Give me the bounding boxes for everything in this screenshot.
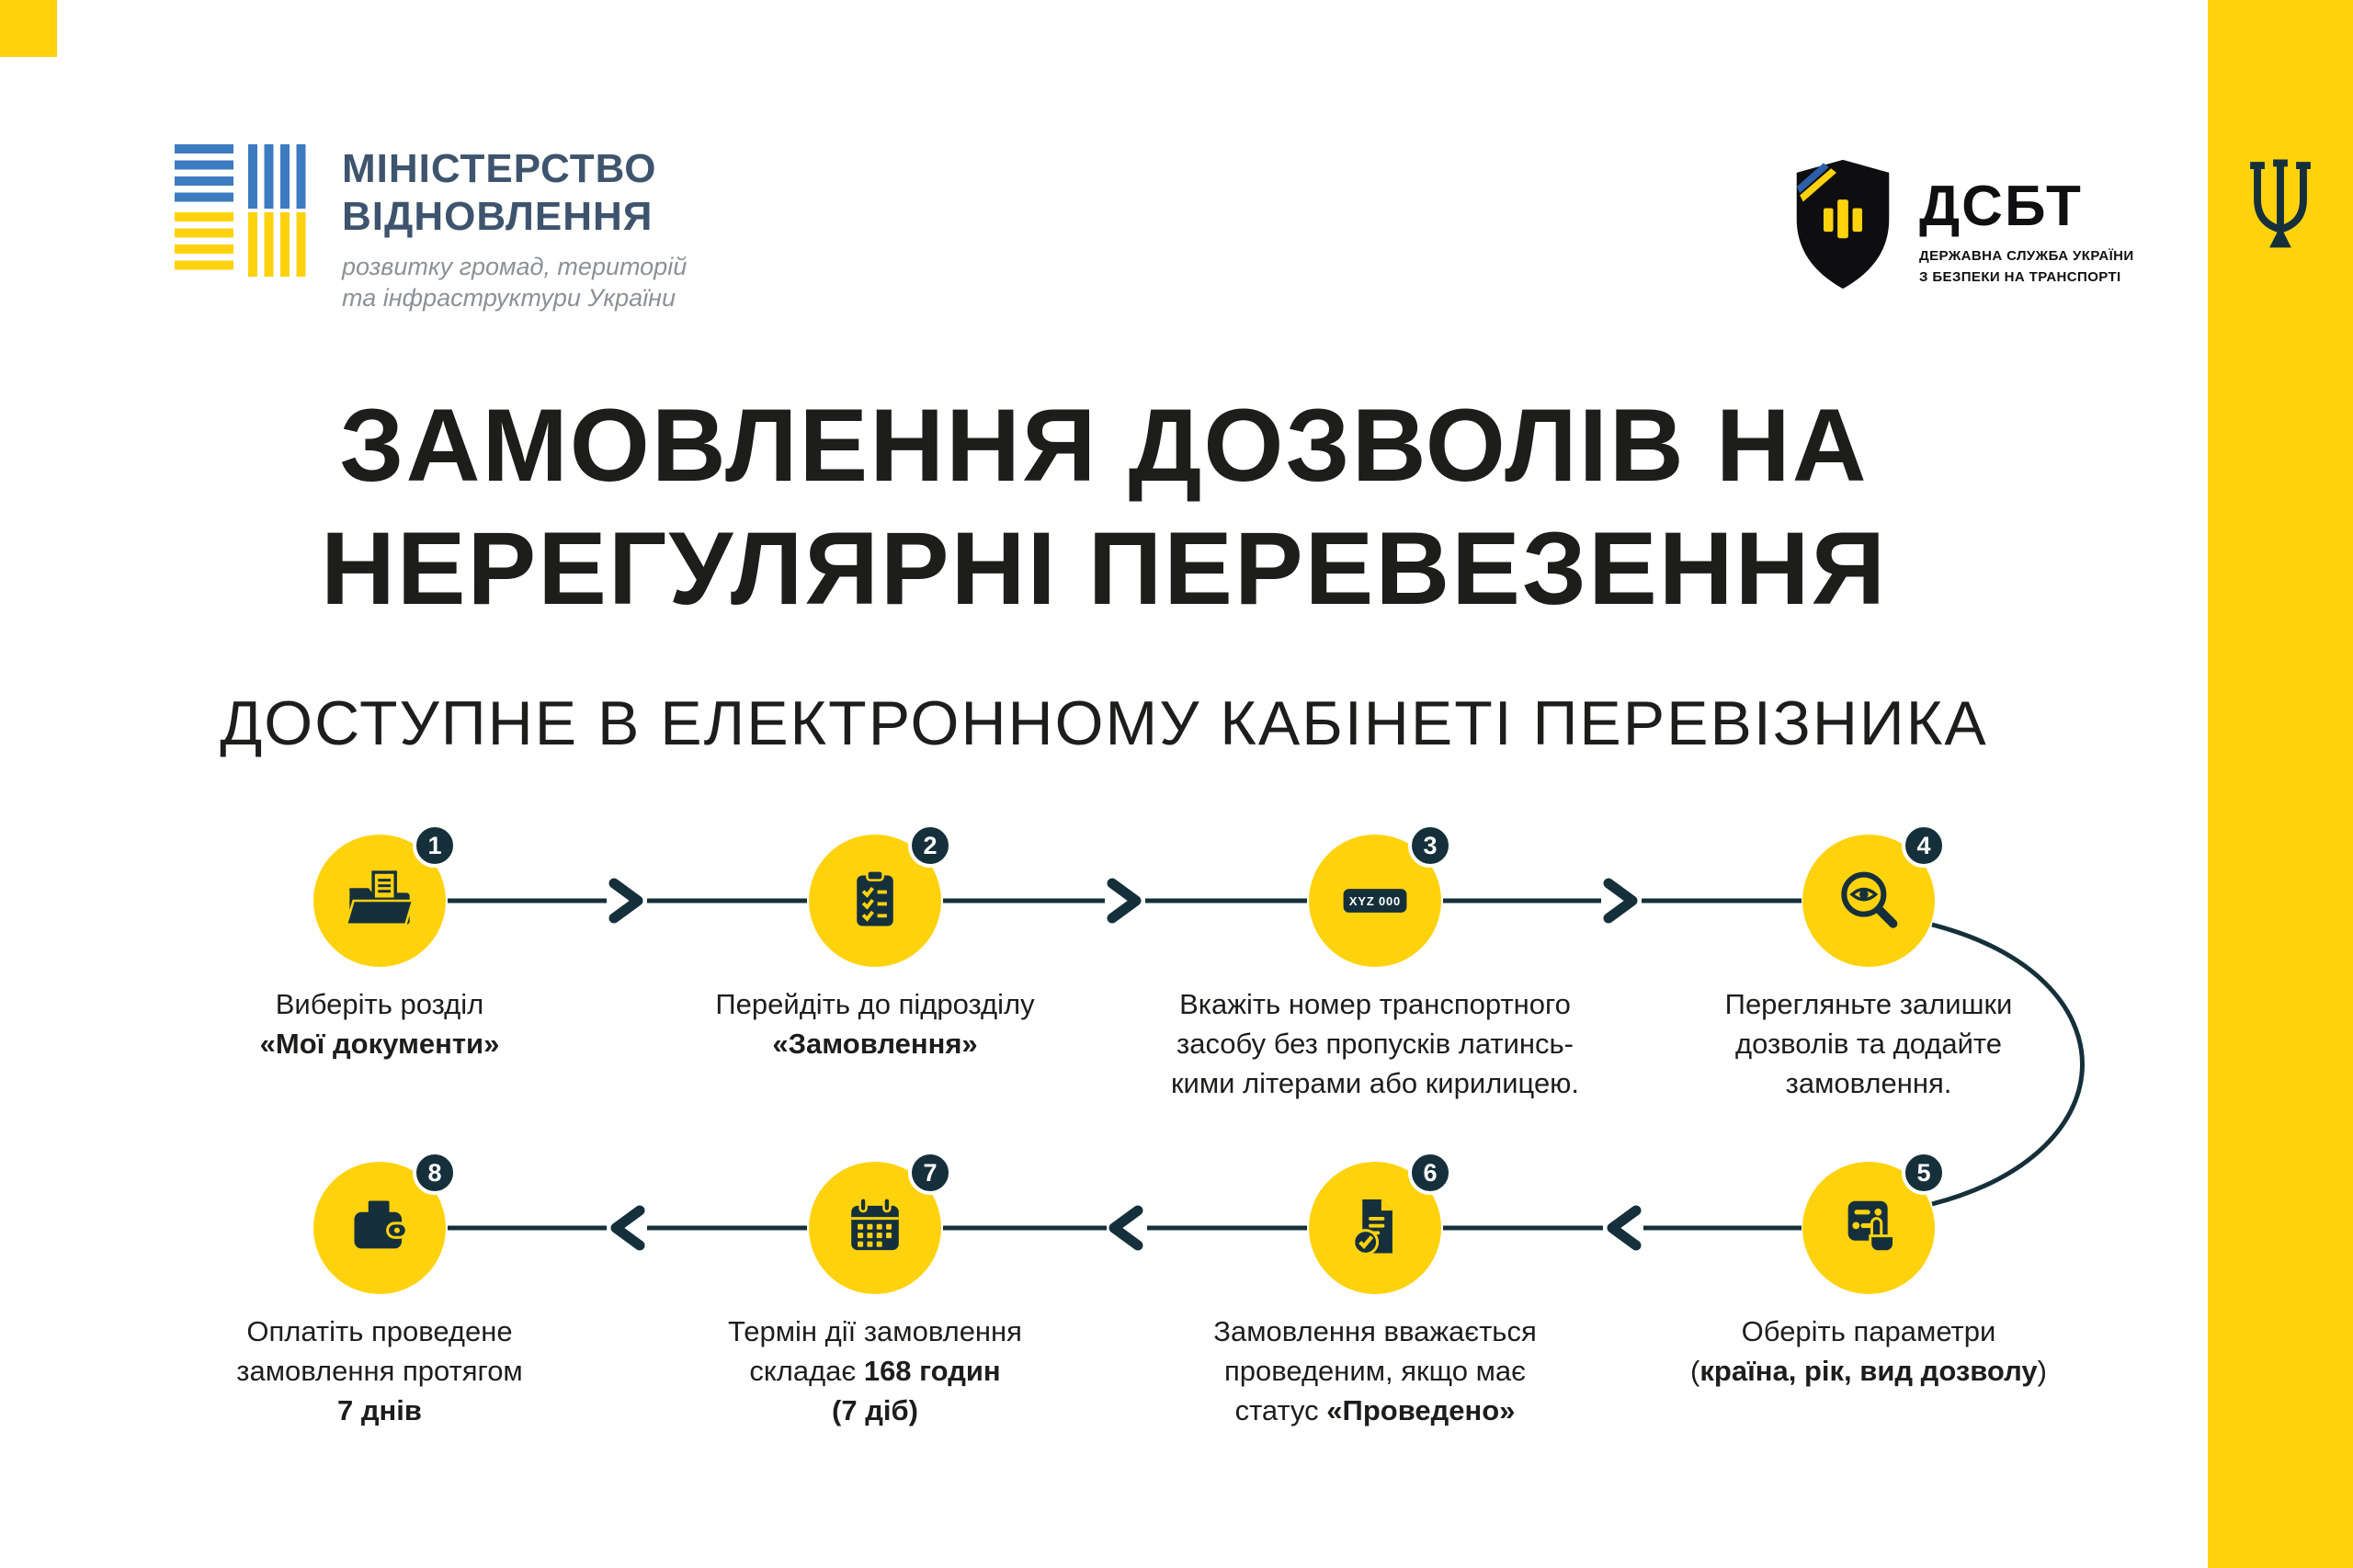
clipboard-checklist-icon [857,869,893,926]
dsbt-abbr: ДСБТ [1919,175,2083,238]
step-icon-slot [1829,1188,1908,1267]
ministry-name-line1: МІНІСТЕРСТВО [342,146,657,191]
ministry-logo: МІНІСТЕРСТВО ВІДНОВЛЕННЯ розвитку громад… [175,140,687,313]
step-circle: 8 [313,1151,457,1294]
ministry-name-line2: ВІДНОВЛЕННЯ [342,193,654,239]
parameters-hand-icon [1847,1200,1896,1254]
ministry-flag-icon [175,140,313,279]
calendar-icon [851,1197,899,1251]
ministry-tagline-line1: розвитку громад, територій [342,252,688,280]
ministry-text: МІНІСТЕРСТВО ВІДНОВЛЕННЯ розвитку громад… [342,140,687,313]
step-icon-slot [340,861,419,940]
document-check-icon [1352,1199,1392,1256]
step-caption: Перейдіть до підрозділу«Замовлення» [715,988,1035,1060]
flow-step-5: 5 Оберіть параметри(країна, рік, вид доз… [1690,1151,2047,1387]
dsbt-shield-icon [1796,159,1890,290]
step-icon-slot [835,1188,915,1267]
step-circle: 1 [313,824,457,967]
step-number-badge: 2 [908,824,952,868]
step-circle: 4 [1802,824,1946,967]
step-number-badge: 6 [1408,1151,1452,1195]
dsbt-subtitle-line1: ДЕРЖАВНА СЛУЖБА УКРАЇНИ [1919,248,2134,264]
step-icon-slot [1829,861,1908,940]
license-plate-icon: XYZ 000 [1343,889,1407,913]
step-number-badge: 7 [908,1151,952,1195]
step-circle: 7 [809,1151,952,1294]
page-subtitle: ДОСТУПНЕ В ЕЛЕКТРОННОМУ КАБІНЕТІ ПЕРЕВІЗ… [220,688,1988,758]
dsbt-subtitle-line2: З БЕЗПЕКИ НА ТРАНСПОРТІ [1919,268,2121,285]
svg-text:XYZ 000: XYZ 000 [1349,894,1401,908]
step-caption: Виберіть розділ«Мої документи» [259,988,500,1060]
ministry-tagline-line2: та інфраструктури України [342,283,676,312]
step-icon-slot [340,1188,419,1267]
wallet-payment-icon [354,1198,408,1249]
step-number-badge: 5 [1902,1151,1946,1195]
page-title: ЗАМОВЛЕННЯ ДОЗВОЛІВ НА НЕРЕГУЛЯРНІ ПЕРЕВ… [0,384,2208,631]
step-circle: 2 [809,824,952,967]
page-title-line1: ЗАМОВЛЕННЯ ДОЗВОЛІВ НА [339,388,1869,503]
magnifier-eye-icon [1841,871,1898,928]
dsbt-logo: ДСБТ ДЕРЖАВНА СЛУЖБА УКРАЇНИ З БЕЗПЕКИ Н… [1789,154,2134,294]
step-number-badge: 8 [413,1151,457,1195]
flow-step-1: 1 Виберіть розділ«Мої документи» [260,824,499,1060]
page-title-line2: НЕРЕГУЛЯРНІ ПЕРЕВЕЗЕННЯ [320,511,1888,627]
step-number-badge: 1 [413,824,457,868]
flow-diagram: 1 Виберіть розділ«Мої документи» 2 Перей… [236,824,2085,1426]
step-number-badge: 4 [1902,824,1946,868]
flow-step-2: 2 Перейдіть до підрозділу«Замовлення» [715,824,1035,1060]
step-icon-slot: XYZ 000 [1336,861,1415,940]
side-accent-band [2208,0,2353,1568]
step-circle: 6 [1309,1151,1452,1294]
step-icon-slot [1336,1188,1415,1267]
folder-documents-icon [345,870,415,926]
step-circle: 5 [1802,1151,1946,1294]
step-circle: XYZ 000 3 [1309,824,1452,967]
dsbt-text: ДСБТ ДЕРЖАВНА СЛУЖБА УКРАЇНИ З БЕЗПЕКИ Н… [1919,154,2134,294]
trident-icon [2250,159,2311,248]
step-number-badge: 3 [1408,824,1452,868]
corner-accent [0,0,57,57]
step-icon-slot [835,861,915,940]
step-caption: Оберіть параметри(країна, рік, вид дозво… [1690,1315,2047,1387]
